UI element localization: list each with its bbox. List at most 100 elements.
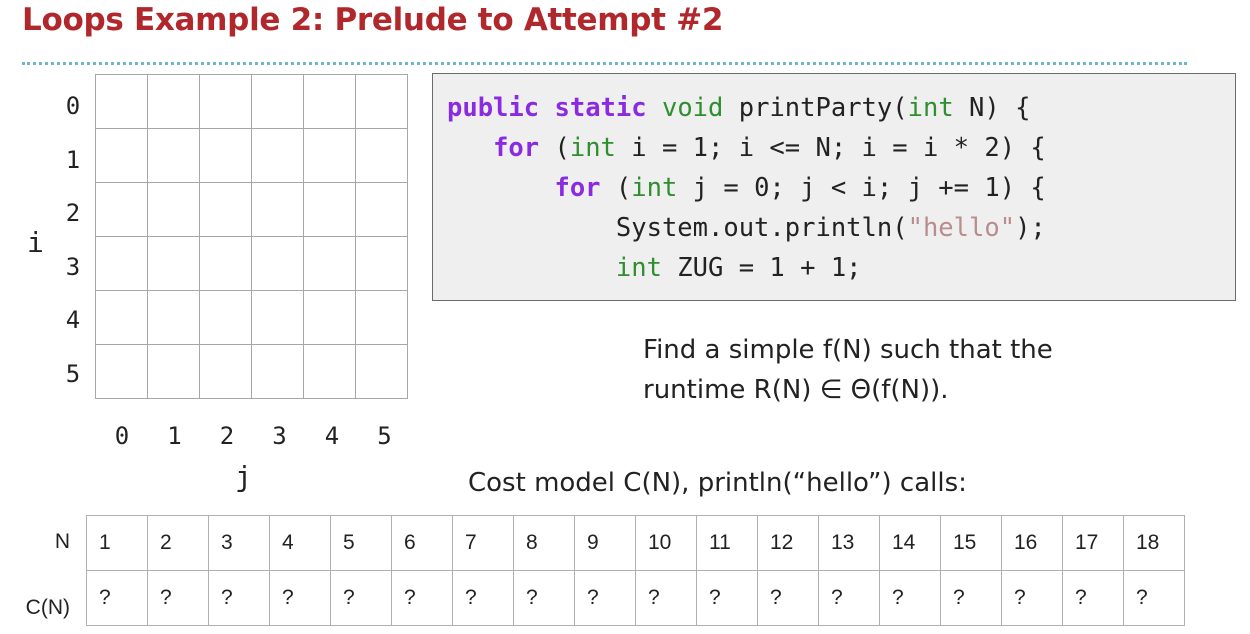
grid-cell	[251, 182, 304, 237]
grid-cell	[95, 236, 148, 291]
n-value-cell: 9	[574, 515, 636, 571]
n-value-cell: 15	[940, 515, 1002, 571]
grid-cell	[355, 128, 408, 183]
cn-value-cell: ?	[818, 570, 880, 626]
grid-cell	[199, 182, 252, 237]
grid-cell	[199, 128, 252, 183]
cn-value-cell: ?	[330, 570, 392, 626]
n-value-cell: 8	[513, 515, 575, 571]
grid-cell	[95, 290, 148, 345]
grid-cell	[199, 290, 252, 345]
keyword-for: for	[493, 133, 540, 163]
n-value-cell: 17	[1062, 515, 1124, 571]
n-value-cell: 12	[757, 515, 819, 571]
grid-cell	[303, 182, 356, 237]
grid-cell	[147, 344, 200, 399]
n-value-cell: 18	[1123, 515, 1185, 571]
string-literal: "hello"	[907, 213, 1016, 243]
grid-row	[95, 182, 408, 237]
row-index-label: 5	[65, 359, 81, 388]
code-text: j = 0; j < i; j += 1) {	[677, 173, 1046, 203]
row-index-label: 4	[65, 306, 81, 334]
cn-value-cell: ?	[635, 570, 697, 626]
cn-value-cell: ?	[879, 570, 941, 626]
cn-value-cell: ?	[940, 570, 1002, 626]
code-block: public static void printParty(int N) { f…	[432, 73, 1236, 301]
grid-cell	[147, 74, 200, 129]
grid-cell	[303, 74, 356, 129]
grid-cell	[303, 344, 356, 399]
code-text: ZUG = 1 + 1;	[661, 253, 862, 283]
col-index-label: 4	[324, 422, 340, 450]
type-int: int	[907, 93, 954, 123]
col-index-label: 2	[219, 422, 235, 450]
grid-cell	[303, 236, 356, 291]
cn-value-cell: ?	[1123, 570, 1185, 626]
grid-cell	[199, 74, 252, 129]
grid-cell	[251, 344, 304, 399]
n-value-cell: 5	[330, 515, 392, 571]
n-value-cell: 3	[208, 515, 270, 571]
ij-grid	[95, 74, 408, 399]
cn-value-cell: ?	[513, 570, 575, 626]
grid-cell	[199, 344, 252, 399]
cn-value-cell: ?	[452, 570, 514, 626]
code-line-1: public static void printParty(int N) {	[447, 93, 1030, 123]
keyword-public: public	[447, 93, 540, 123]
n-value-cell: 10	[635, 515, 697, 571]
n-value-cell: 7	[452, 515, 514, 571]
code-line-2: for (int i = 1; i <= N; i = i * 2) {	[493, 133, 1046, 163]
grid-cell	[355, 182, 408, 237]
grid-cell	[303, 128, 356, 183]
grid-cell	[95, 344, 148, 399]
grid-cell	[95, 182, 148, 237]
n-value-cell: 11	[696, 515, 758, 571]
col-index-label: 1	[167, 422, 182, 450]
type-void: void	[661, 93, 724, 123]
grid-cell	[251, 74, 304, 129]
grid-cell	[355, 74, 408, 129]
title-divider	[22, 62, 1187, 65]
cn-value-cell: ?	[1001, 570, 1063, 626]
code-text: (	[600, 173, 632, 203]
grid-cell	[355, 236, 408, 291]
n-value-cell: 1	[86, 515, 148, 571]
grid-cell	[355, 290, 408, 345]
cn-row: ??????????????????	[86, 570, 1185, 626]
cn-value-cell: ?	[269, 570, 331, 626]
row-index-label: 3	[65, 252, 81, 281]
grid-row	[95, 344, 408, 399]
grid-cell	[303, 290, 356, 345]
cn-value-cell: ?	[696, 570, 758, 626]
cn-value-cell: ?	[1062, 570, 1124, 626]
cost-model-caption: Cost model C(N), println(“hello”) calls:	[468, 468, 967, 498]
grid-cell	[251, 290, 304, 345]
keyword-for: for	[554, 173, 601, 203]
code-text: );	[1015, 213, 1046, 243]
grid-cell	[95, 74, 148, 129]
grid-cell	[95, 128, 148, 183]
n-value-cell: 16	[1001, 515, 1063, 571]
cn-value-cell: ?	[757, 570, 819, 626]
grid-cell	[147, 290, 200, 345]
grid-row	[95, 290, 408, 345]
code-line-5: int ZUG = 1 + 1;	[616, 253, 862, 283]
n-value-cell: 14	[879, 515, 941, 571]
code-line-3: for (int j = 0; j < i; j += 1) {	[554, 173, 1045, 203]
cn-value-cell: ?	[391, 570, 453, 626]
type-int: int	[569, 133, 616, 163]
cn-value-cell: ?	[208, 570, 270, 626]
cn-value-cell: ?	[147, 570, 209, 626]
grid-cell	[147, 128, 200, 183]
n-value-cell: 4	[269, 515, 331, 571]
grid-cell	[147, 182, 200, 237]
cn-value-cell: ?	[86, 570, 148, 626]
grid-cell	[355, 344, 408, 399]
slide-title: Loops Example 2: Prelude to Attempt #2	[22, 2, 724, 38]
code-line-4: System.out.println("hello");	[616, 213, 1046, 243]
grid-row	[95, 236, 408, 291]
code-text: (	[539, 133, 570, 163]
keyword-static: static	[554, 93, 647, 123]
n-value-cell: 6	[391, 515, 453, 571]
